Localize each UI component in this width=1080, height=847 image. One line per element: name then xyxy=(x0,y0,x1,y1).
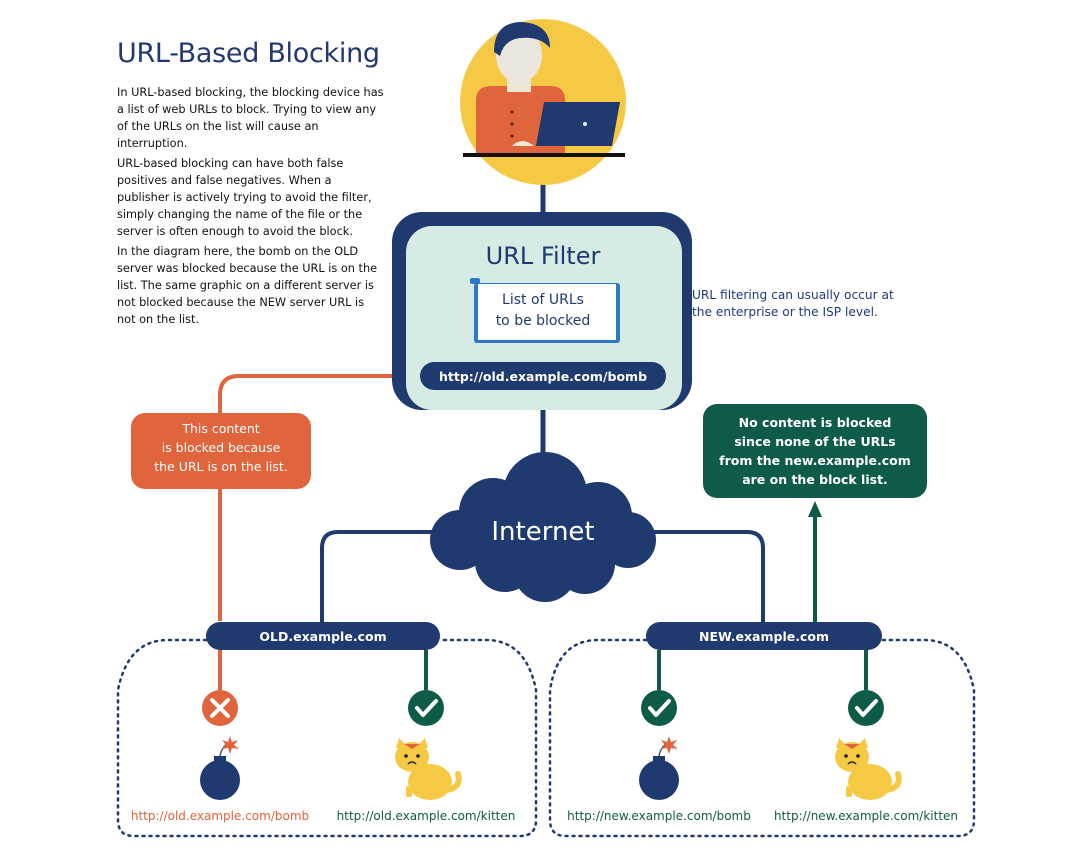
blocked-callout xyxy=(131,413,311,489)
blocked-x-icon xyxy=(202,690,238,726)
url-filter-title: URL Filter xyxy=(486,242,601,270)
blocked-callout-line-1: This content xyxy=(181,421,259,436)
block-list-scroll xyxy=(470,278,620,343)
intro-paragraph-1: In URL-based blocking, the blocking devi… xyxy=(117,86,384,150)
old-server-bar xyxy=(206,622,440,650)
internet-to-old-server-connector xyxy=(320,530,470,624)
intro-paragraph-2: URL-based blocking can have both false p… xyxy=(117,157,372,238)
old-bomb-url: http://old.example.com/bomb xyxy=(131,809,309,823)
user-with-laptop-illustration xyxy=(460,19,626,185)
allowed-callout-line-3: from the new.example.com xyxy=(719,453,911,468)
internet-to-new-server-connector xyxy=(616,530,765,624)
old-server-group-boundary xyxy=(116,638,538,838)
blocked-url-pill xyxy=(420,362,666,390)
filter-side-note: URL filtering can usually occur at the e… xyxy=(692,288,894,319)
page-title: URL-Based Blocking xyxy=(117,38,380,69)
new-kitten-icon xyxy=(835,738,902,800)
allowed-request-arrowhead xyxy=(808,501,822,517)
internet-cloud xyxy=(430,452,656,602)
block-list-label-line-1: List of URLs xyxy=(502,292,584,308)
block-list-label-line-2: to be blocked xyxy=(496,313,591,329)
blocked-callout-line-2: is blocked because xyxy=(162,440,281,455)
new-bomb-allowed-check-icon xyxy=(641,690,677,726)
old-bomb-icon xyxy=(200,736,240,800)
old-server-label: OLD.example.com xyxy=(259,629,386,644)
blocked-url-pill-text: http://old.example.com/bomb xyxy=(439,369,647,384)
new-server-group-boundary xyxy=(548,638,976,838)
allowed-callout xyxy=(703,404,927,498)
desk xyxy=(463,153,625,157)
blocked-callout-line-3: the URL is on the list. xyxy=(154,459,288,474)
allowed-callout-line-4: are on the block list. xyxy=(742,472,888,487)
new-server-bar xyxy=(646,622,882,650)
internet-label: Internet xyxy=(491,517,594,547)
allowed-callout-line-1: No content is blocked xyxy=(739,415,892,430)
old-kitten-allowed-check-icon xyxy=(408,690,444,726)
old-kitten-icon xyxy=(395,738,462,800)
blocked-request-path xyxy=(218,374,402,621)
new-kitten-url: http://new.example.com/kitten xyxy=(774,809,958,823)
new-server-label: NEW.example.com xyxy=(699,629,829,644)
new-bomb-icon xyxy=(639,736,679,800)
old-kitten-url: http://old.example.com/kitten xyxy=(337,809,516,823)
new-bomb-url: http://new.example.com/bomb xyxy=(567,809,751,823)
allowed-callout-line-2: since none of the URLs xyxy=(734,434,895,449)
intro-paragraph-3: In the diagram here, the bomb on the OLD… xyxy=(117,245,378,326)
new-kitten-allowed-check-icon xyxy=(848,690,884,726)
